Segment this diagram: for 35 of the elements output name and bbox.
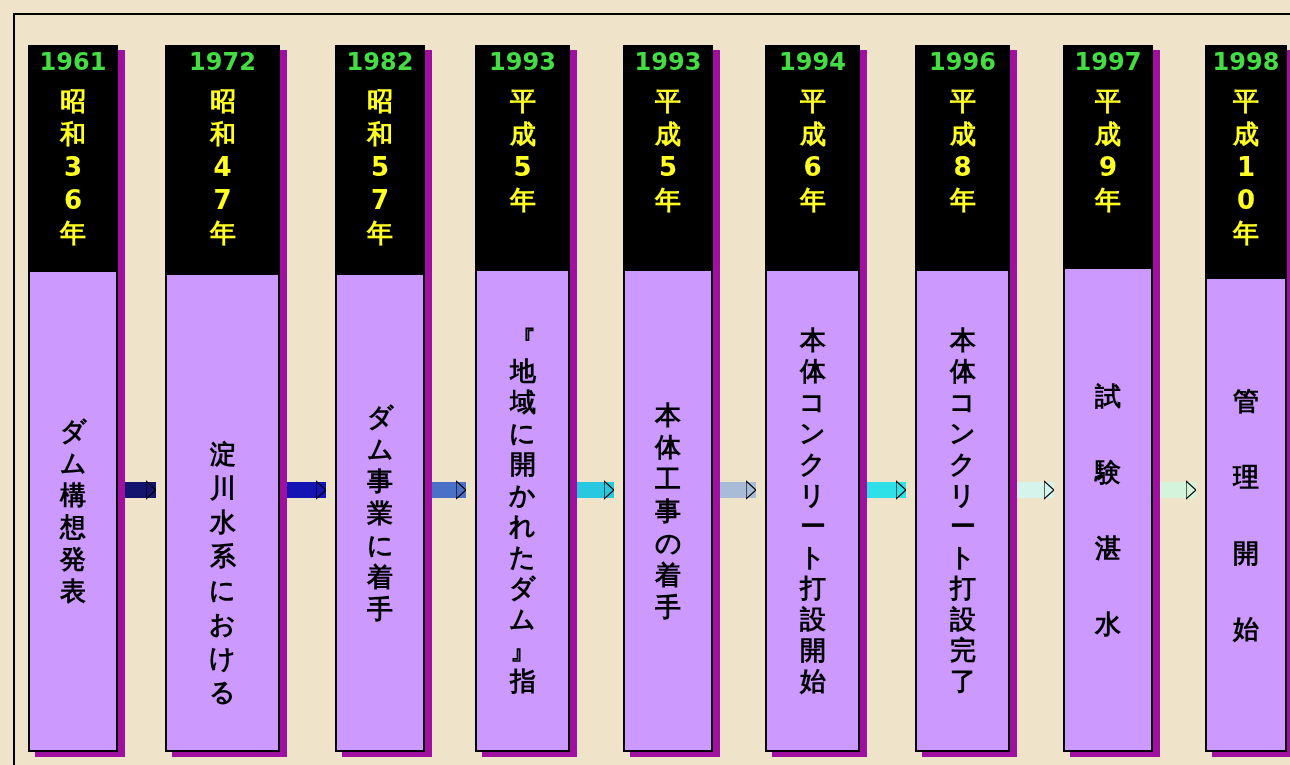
era-label: 平成10年 (1231, 85, 1260, 250)
year-label: 1982 (345, 49, 415, 75)
event-text: 管理開始 (1231, 384, 1260, 646)
event-text: ダム事業に着手 (365, 400, 395, 625)
year-label: 1993 (633, 49, 703, 75)
arrow (1017, 480, 1055, 500)
year-label: 1997 (1073, 49, 1143, 75)
year-label: 1961 (38, 49, 108, 75)
arrow (1160, 480, 1197, 500)
arrow (287, 480, 327, 500)
era-label: 平成6年 (798, 85, 827, 217)
year-label: 1993 (488, 49, 557, 75)
year-label: 1994 (778, 49, 847, 75)
era-label: 昭和36年 (58, 85, 87, 250)
era-label: 平成5年 (508, 85, 537, 217)
arrow (125, 480, 157, 500)
arrow (867, 480, 907, 500)
year-label: 1972 (188, 49, 257, 75)
arrow (577, 480, 615, 500)
event-text: ダム構想発表 (58, 415, 88, 607)
event-text: 本体工事の着手 (653, 398, 683, 623)
era-label: 昭和47年 (208, 85, 237, 250)
event-text: 『地域に開かれたダム』指 (508, 324, 537, 697)
event-text: 本体コンクリート打設完了 (948, 324, 977, 697)
event-text: 淀川水系における (208, 437, 237, 709)
era-label: 平成9年 (1093, 85, 1122, 217)
era-label: 昭和57年 (365, 85, 394, 250)
arrow (432, 480, 467, 500)
era-label: 平成8年 (948, 85, 977, 217)
year-label: 1998 (1211, 49, 1281, 75)
era-label: 平成5年 (653, 85, 682, 217)
event-text: 試験湛水 (1093, 379, 1122, 641)
event-text: 本体コンクリート打設開始 (798, 324, 827, 697)
year-label: 1996 (928, 49, 997, 75)
arrow (720, 480, 757, 500)
